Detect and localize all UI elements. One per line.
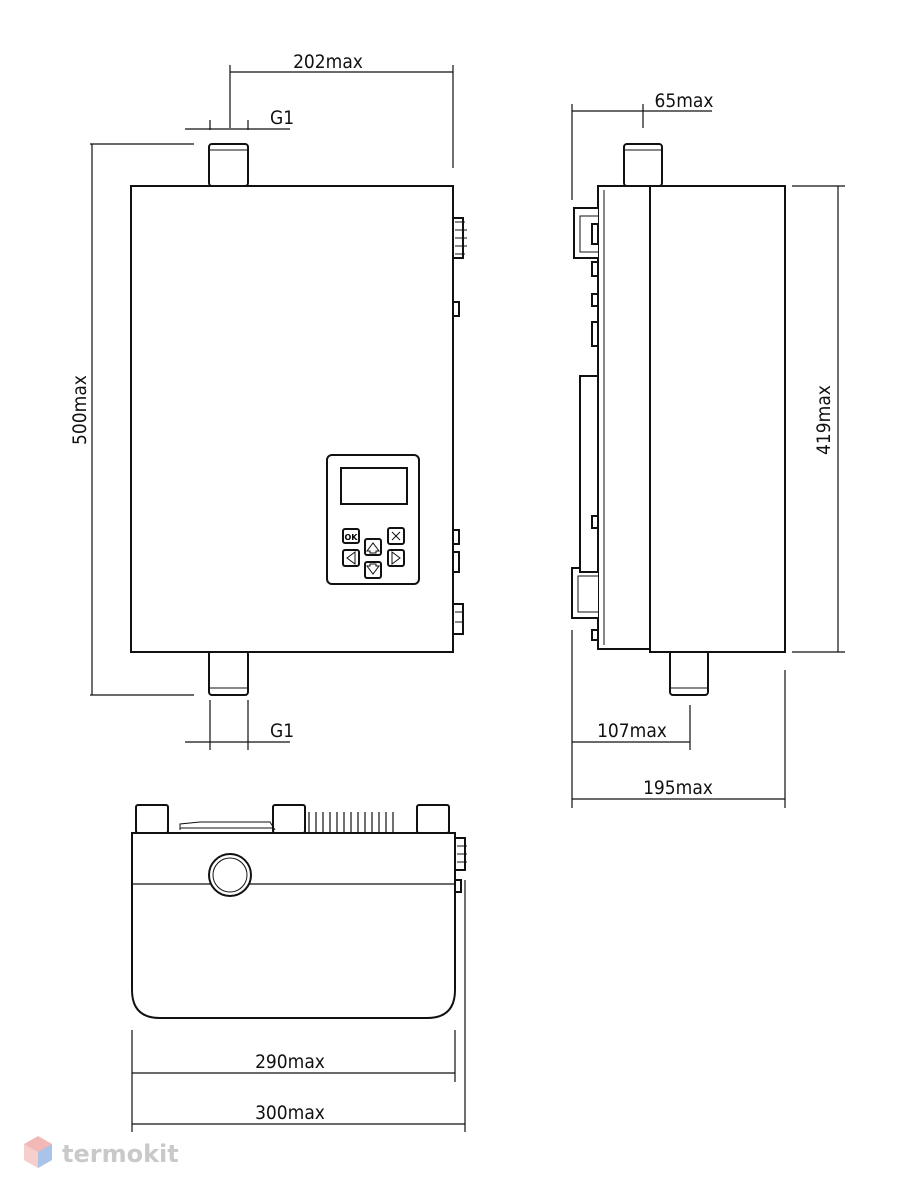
cooling-fins bbox=[308, 812, 394, 833]
bottom-pipe-center bbox=[272, 804, 306, 834]
bottom-body bbox=[131, 832, 456, 1019]
dim-side-height: 419max bbox=[813, 385, 835, 455]
dim-top-width: 202max bbox=[293, 51, 363, 73]
arrow-down-icon bbox=[366, 563, 380, 575]
dim-side-mount-depth: 107max bbox=[597, 720, 667, 742]
dim-outlet-thread: G1 bbox=[270, 720, 294, 742]
bottom-pipe-right bbox=[416, 804, 450, 834]
left-button[interactable] bbox=[342, 549, 360, 567]
side-mount-frame bbox=[597, 185, 651, 650]
front-dimensions: 202max G1 500max G1 bbox=[69, 51, 454, 750]
dim-side-offset: 65max bbox=[655, 90, 714, 112]
display-screen bbox=[340, 467, 408, 505]
side-dimensions: 65max 419max 107max 195max bbox=[571, 90, 845, 808]
arrow-right-icon bbox=[391, 551, 401, 565]
watermark: termokit bbox=[24, 1136, 179, 1168]
dim-bottom-inner-width: 290max bbox=[255, 1051, 325, 1073]
arrow-up-icon bbox=[366, 542, 380, 554]
ok-button[interactable] bbox=[342, 528, 360, 544]
side-panel-edge bbox=[579, 375, 599, 573]
dim-side-total-depth: 195max bbox=[643, 777, 713, 799]
bottom-round-fitting bbox=[208, 853, 252, 897]
bottom-view bbox=[131, 804, 467, 1019]
bottom-dimensions: 290max 300max bbox=[131, 880, 466, 1132]
bottom-pipe-left bbox=[135, 804, 169, 834]
termokit-logo-icon bbox=[24, 1136, 52, 1168]
watermark-brand: termokit bbox=[62, 1140, 179, 1168]
right-button[interactable] bbox=[387, 549, 405, 567]
dim-inlet-thread: G1 bbox=[270, 107, 294, 129]
arrow-left-icon bbox=[346, 551, 356, 565]
side-body bbox=[649, 185, 786, 653]
side-view bbox=[571, 143, 786, 696]
control-panel: OK bbox=[326, 454, 420, 585]
dim-bottom-total-width: 300max bbox=[255, 1102, 325, 1124]
ok-button-label: OK bbox=[345, 533, 359, 542]
front-view: OK bbox=[130, 143, 467, 696]
dim-front-height: 500max bbox=[69, 375, 91, 445]
